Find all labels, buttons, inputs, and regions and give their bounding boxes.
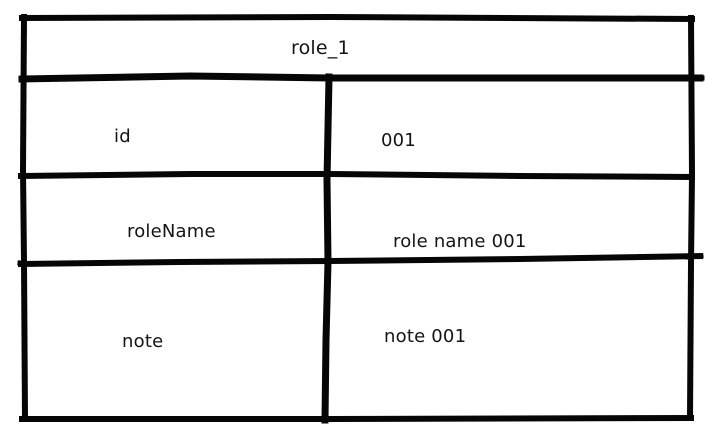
border-left bbox=[19, 13, 29, 423]
divider-column bbox=[321, 73, 333, 424]
row-value-note: note 001 bbox=[384, 326, 467, 347]
overshoot-mark-left-bottom bbox=[17, 260, 33, 267]
table-title: role_1 bbox=[291, 37, 350, 59]
divider-row-2-3 bbox=[17, 252, 704, 268]
row-attribute-rolename: roleName bbox=[127, 221, 216, 242]
divider-title-row bbox=[18, 72, 704, 83]
border-top bbox=[18, 13, 696, 23]
overshoot-mark-right-bottom bbox=[685, 253, 704, 260]
border-right bbox=[686, 14, 696, 422]
row-attribute-note: note bbox=[122, 331, 164, 352]
row-attribute-id: id bbox=[114, 126, 131, 147]
row-value-id: 001 bbox=[381, 130, 416, 151]
border-bottom bbox=[19, 414, 695, 422]
divider-row-1-2 bbox=[17, 171, 696, 181]
row-value-rolename: role name 001 bbox=[393, 231, 527, 252]
